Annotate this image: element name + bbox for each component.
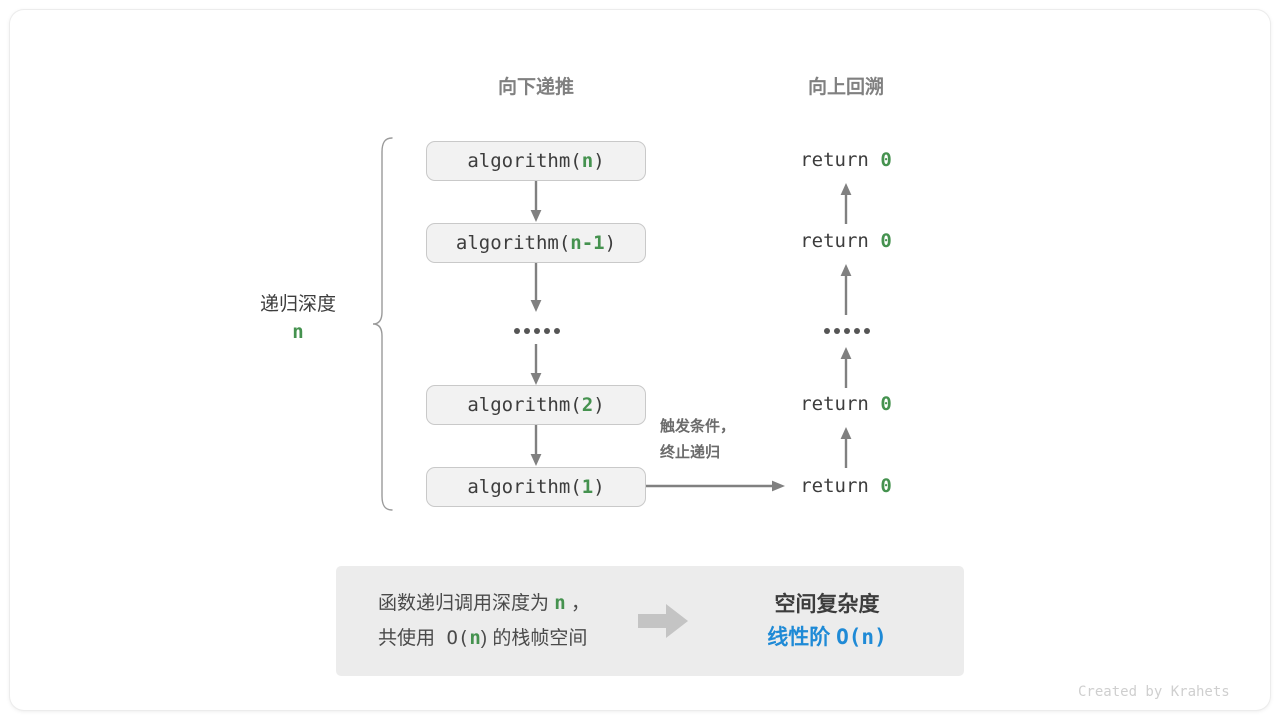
up-arrow [838, 263, 854, 315]
arrow-up-icon [840, 183, 852, 224]
dot [524, 328, 530, 334]
down-arrow [528, 181, 544, 223]
down-arrow [528, 263, 544, 313]
call-frame-prefix: algorithm( [455, 232, 571, 254]
return-value: 0 [880, 393, 892, 415]
call-frame-suffix: ) [593, 150, 605, 172]
summary-line2-suffix: ) 的栈帧空间 [480, 628, 588, 649]
brace-icon [372, 137, 393, 511]
summary-right-text: 空间复杂度 线性阶 O(n) [732, 589, 922, 654]
return-statement: return 0 [736, 149, 956, 171]
dot [834, 328, 840, 334]
arrow-up-icon [840, 264, 852, 315]
return-keyword: return [800, 475, 869, 497]
return-statement: return 0 [736, 475, 956, 497]
column-header-ascend: 向上回溯 [807, 77, 884, 98]
dot [544, 328, 550, 334]
return-keyword: return [800, 149, 869, 171]
call-frame-arg: n-1 [570, 232, 605, 254]
call-frame-box: algorithm(2) [426, 385, 646, 425]
call-frame-suffix: ) [593, 394, 605, 416]
call-frame-prefix: algorithm( [467, 394, 582, 416]
summary-complexity-title: 空间复杂度 [774, 592, 880, 616]
summary-line2-var: n [469, 627, 481, 649]
return-ellipsis [824, 328, 870, 334]
summary-complexity-value: 线性阶 O(n) [732, 621, 922, 654]
call-frame-prefix: algorithm( [467, 150, 582, 172]
return-value: 0 [880, 230, 892, 252]
return-keyword: return [800, 393, 869, 415]
complexity-order-label: 线性阶 [767, 625, 831, 649]
call-stack-ellipsis [514, 328, 560, 334]
call-frame-suffix: ) [593, 476, 605, 498]
dot [864, 328, 870, 334]
summary-arrow [636, 602, 690, 640]
call-frame-prefix: algorithm( [467, 476, 582, 498]
trigger-note: 触发条件， 终止递归 [660, 414, 735, 466]
base-case-arrow [646, 478, 786, 494]
dot [554, 328, 560, 334]
return-keyword: return [800, 230, 869, 252]
down-arrow [528, 425, 544, 467]
dot [844, 328, 850, 334]
call-frame-arg: n [581, 150, 594, 172]
dot [534, 328, 540, 334]
call-frame-arg: 1 [581, 476, 594, 498]
down-arrow [528, 344, 544, 386]
trigger-note-line1: 触发条件， [660, 418, 736, 435]
column-header-descend: 向下递推 [497, 77, 574, 98]
return-statement: return 0 [736, 393, 956, 415]
dot [514, 328, 520, 334]
dot [854, 328, 860, 334]
up-arrow [838, 426, 854, 468]
arrow-down-icon [530, 344, 542, 385]
arrow-right-icon [646, 480, 785, 492]
recursion-depth-label: 递归深度 n [228, 292, 368, 346]
up-arrow [838, 346, 854, 388]
depth-brace [366, 134, 402, 514]
recursion-depth-value: n [292, 321, 304, 343]
arrow-up-icon [840, 347, 852, 388]
up-arrow [838, 182, 854, 224]
return-statement: return 0 [736, 230, 956, 252]
call-frame-box: algorithm(n-1) [426, 223, 646, 263]
call-frame-box: algorithm(1) [426, 467, 646, 507]
arrow-up-icon [840, 427, 852, 468]
recursion-depth-title: 递归深度 [259, 294, 336, 315]
summary-left-text: 函数递归调用深度为 n ， 共使用 O(n) 的栈帧空间 [378, 586, 590, 656]
summary-panel: 函数递归调用深度为 n ， 共使用 O(n) 的栈帧空间 空间复杂度 线性阶 O… [336, 566, 964, 676]
summary-line1-var: n [554, 592, 566, 614]
arrow-down-icon [530, 425, 542, 466]
call-frame-arg: 2 [581, 394, 594, 416]
trigger-note-line2: 终止递归 [660, 444, 721, 461]
call-frame-box: algorithm(n) [426, 141, 646, 181]
summary-line1-prefix: 函数递归调用深度为 [378, 593, 555, 614]
complexity-expression: O(n) [836, 624, 887, 649]
summary-line2-prefix: 共使用 O( [378, 627, 470, 649]
call-frame-suffix: ) [604, 232, 617, 254]
arrow-down-icon [530, 181, 542, 222]
summary-left-line1: 函数递归调用深度为 n ， [378, 586, 590, 621]
arrow-down-icon [530, 263, 542, 312]
return-value: 0 [880, 475, 892, 497]
summary-left-line2: 共使用 O(n) 的栈帧空间 [378, 621, 590, 656]
dot [824, 328, 830, 334]
summary-line1-suffix: ， [565, 593, 591, 614]
return-value: 0 [880, 149, 892, 171]
arrow-right-icon [638, 604, 689, 638]
watermark: Created by Krahets [1078, 684, 1230, 700]
diagram-canvas: 向下递推 向上回溯 递归深度 n algorithm(n) algorithm(… [10, 10, 1270, 710]
